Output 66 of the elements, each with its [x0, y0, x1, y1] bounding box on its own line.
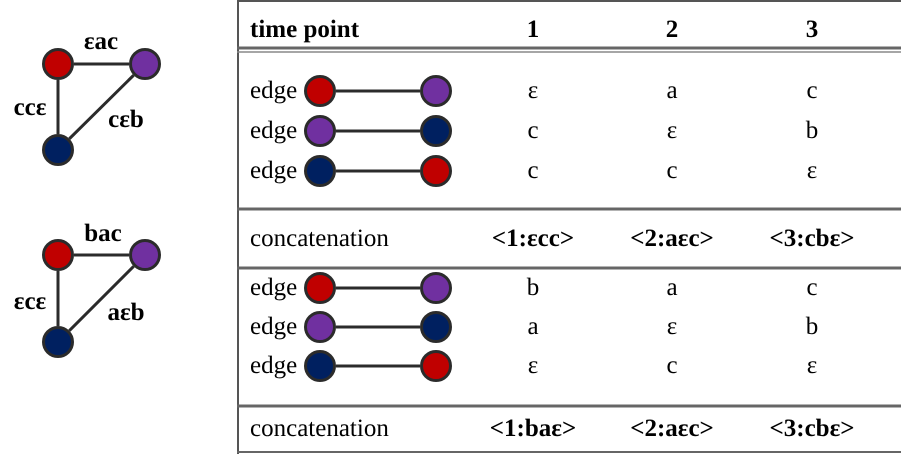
vertex-circle	[304, 311, 336, 343]
vertex-circle	[304, 272, 336, 304]
value-text: a	[666, 77, 678, 105]
value-text: c	[527, 157, 539, 185]
vertex-circle	[420, 75, 452, 107]
row-label: edge	[250, 117, 298, 145]
value-text: c	[666, 352, 678, 380]
value-text: c	[806, 77, 818, 105]
edge-line	[336, 170, 420, 172]
sequence-text: <3:cbε>	[770, 415, 854, 443]
value-text: a	[527, 313, 539, 341]
row-label: edge	[250, 352, 298, 380]
vertex-circle	[420, 155, 452, 187]
value-text: b	[526, 274, 540, 302]
value-text: c	[527, 117, 539, 145]
value-text: a	[666, 274, 678, 302]
edge-line	[68, 265, 135, 332]
vertex-circle	[42, 134, 74, 166]
edge-line	[56, 271, 60, 326]
vertex-circle	[304, 75, 336, 107]
row-label: concatenation	[250, 415, 389, 443]
value-text: ε	[666, 117, 678, 145]
value-text: ε	[806, 157, 818, 185]
column-header: 2	[666, 16, 678, 44]
edge-line	[74, 62, 129, 66]
sequence-text: <2:aεc>	[630, 415, 714, 443]
edge-line	[336, 326, 420, 328]
vertex-circle	[304, 115, 336, 147]
sequence-text: <2:aεc>	[630, 225, 714, 253]
vertex-circle	[420, 311, 452, 343]
vertex-circle	[42, 48, 74, 80]
edge-line	[336, 364, 420, 368]
edge-line	[336, 130, 420, 132]
column-header: 3	[806, 16, 818, 44]
vertex-circle	[420, 115, 452, 147]
vertex-circle	[304, 155, 336, 187]
vertex-circle	[420, 272, 452, 304]
edge-line	[336, 286, 420, 290]
value-text: c	[806, 274, 818, 302]
value-text: c	[666, 157, 678, 185]
sequence-text: <1:εcc>	[492, 225, 574, 253]
vertex-circle	[129, 48, 161, 80]
edge-line	[336, 90, 420, 92]
row-label: edge	[250, 157, 298, 185]
vertex-circle	[420, 350, 452, 382]
vertex-circle	[42, 239, 74, 271]
value-text: ε	[806, 352, 818, 380]
edge-line	[56, 80, 60, 134]
vertex-circle	[129, 239, 161, 271]
vertex-circle	[42, 326, 74, 358]
sequence-text: <1:baε>	[490, 415, 576, 443]
header-text: time point	[250, 16, 360, 44]
row-label: edge	[250, 77, 298, 105]
value-text: b	[806, 117, 818, 145]
row-label: edge	[250, 313, 298, 341]
edge-line	[68, 74, 135, 140]
value-text: ε	[528, 352, 538, 380]
value-text: ε	[528, 77, 538, 105]
row-label: concatenation	[250, 225, 389, 253]
row-label: edge	[250, 274, 298, 302]
column-header: 1	[526, 16, 540, 44]
value-text: b	[806, 313, 818, 341]
edge-line	[74, 254, 129, 256]
sequence-text: <3:cbε>	[770, 225, 854, 253]
value-text: ε	[666, 313, 678, 341]
vertex-circle	[304, 350, 336, 382]
